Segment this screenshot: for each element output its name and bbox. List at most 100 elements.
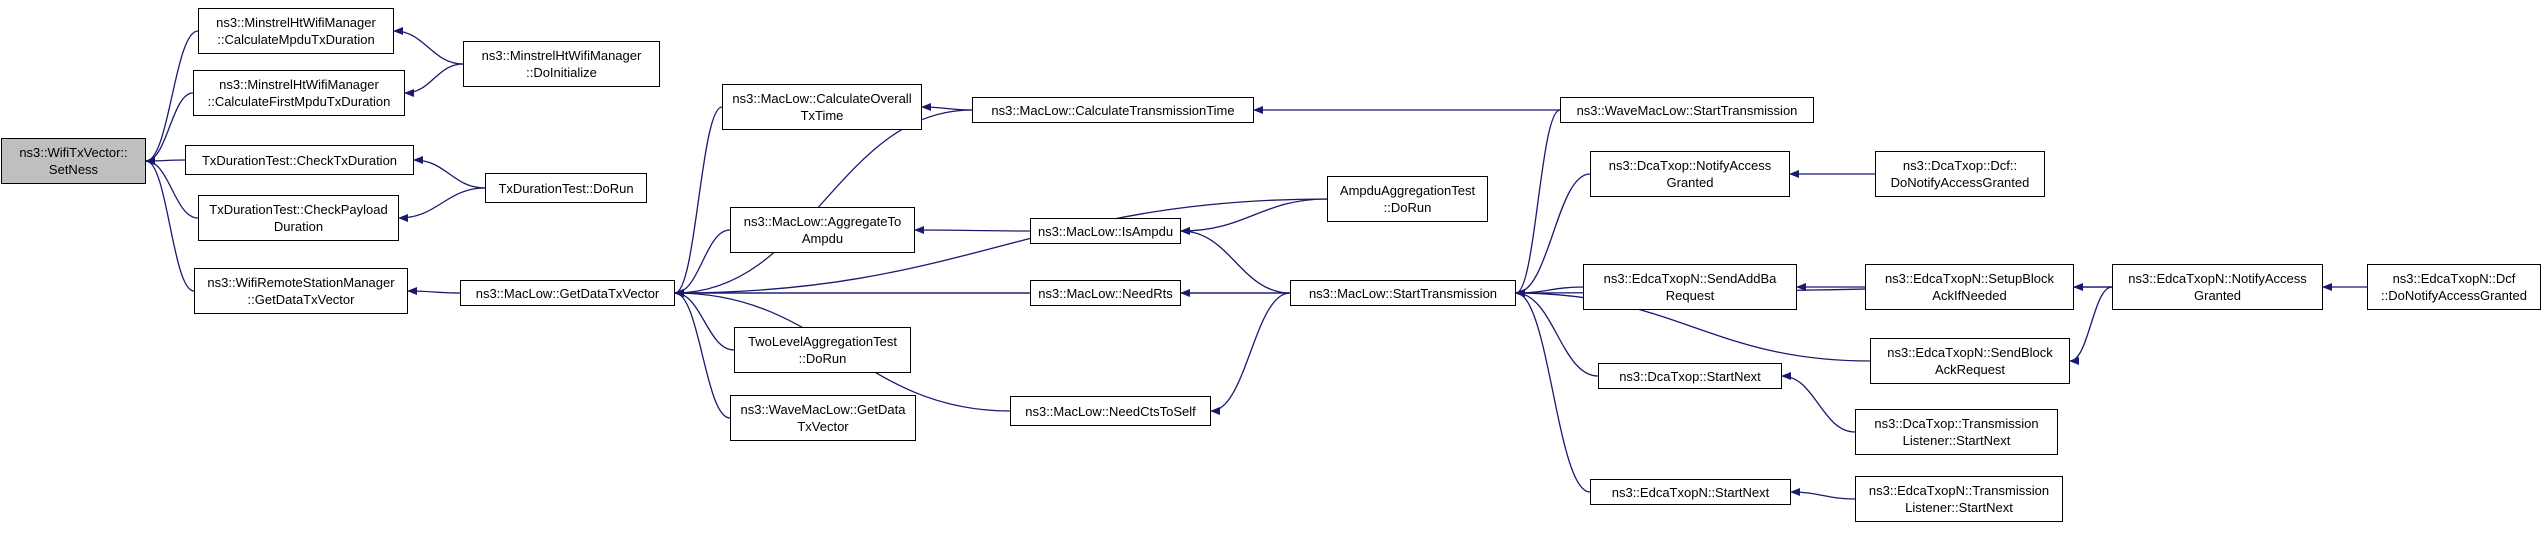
node-label: TxDurationTest::DoRun <box>498 180 634 196</box>
node-label: AckRequest <box>1934 362 2006 377</box>
node-label: TxVector <box>797 419 849 434</box>
edge-n7-to-n3 <box>413 156 486 189</box>
node-label: ns3::MacLow::StartTransmission <box>1308 285 1498 301</box>
node-label: AckIfNeeded <box>1932 288 2007 303</box>
edge-n22-to-n18 <box>1515 289 1599 377</box>
graph-node-n1[interactable]: ns3::MinstrelHtWifiManager::CalculateMpd… <box>198 8 394 54</box>
edge-n6-to-n1 <box>393 27 464 65</box>
node-label: ns3::EdcaTxopN::Transmission <box>1868 483 2050 498</box>
graph-node-n2[interactable]: ns3::MinstrelHtWifiManager::CalculateFir… <box>193 70 405 116</box>
graph-node-n0: ns3::WifiTxVector::SetNess <box>1 138 146 184</box>
edge-n14-to-n8 <box>674 109 973 297</box>
node-label: ns3::DcaTxop::StartNext <box>1619 368 1761 384</box>
node-label: ::DoNotifyAccessGranted <box>2381 288 2527 303</box>
node-label: ::CalculateFirstMpduTxDuration <box>207 94 391 109</box>
edge-n9-to-n8 <box>674 106 723 297</box>
edge-n17-to-n8 <box>674 198 1328 297</box>
graph-node-n3[interactable]: TxDurationTest::CheckTxDuration <box>185 145 414 175</box>
node-label: ns3::WaveMacLow::StartTransmission <box>1576 102 1798 118</box>
graph-node-n11[interactable]: TwoLevelAggregationTest::DoRun <box>734 327 911 373</box>
graph-node-n16[interactable]: ns3::MacLow::NeedRts <box>1030 280 1181 306</box>
node-label: AmpduAggregationTest <box>1339 183 1476 198</box>
edge-n3-to-n0 <box>145 156 186 165</box>
node-label: Granted <box>1666 175 1714 190</box>
node-label: ns3::EdcaTxopN::SendBlock <box>1887 345 2053 360</box>
node-label: ns3::EdcaTxopN::SendAddBa <box>1603 271 1777 286</box>
graph-node-n13[interactable]: ns3::MacLow::NeedCtsToSelf <box>1010 396 1211 426</box>
graph-node-n30[interactable]: ns3::EdcaTxopN::Dcf::DoNotifyAccessGrant… <box>2367 264 2541 310</box>
node-label: Listener::StartNext <box>1905 500 2013 515</box>
node-label: ns3::MinstrelHtWifiManager <box>219 77 379 92</box>
edge-n18-to-n13 <box>1210 292 1291 415</box>
node-label: ns3::DcaTxop::Transmission <box>1874 416 2039 431</box>
node-label: Listener::StartNext <box>1902 433 2011 448</box>
graph-node-n22[interactable]: ns3::DcaTxop::StartNext <box>1598 363 1782 389</box>
node-label: TxDurationTest::CheckTxDuration <box>201 152 398 168</box>
graph-node-n18[interactable]: ns3::MacLow::StartTransmission <box>1290 280 1516 306</box>
edge-n21-to-n18 <box>1515 286 1584 297</box>
node-label: TwoLevelAggregationTest <box>748 334 897 349</box>
edge-n18-to-n15 <box>1180 227 1291 294</box>
node-label: TxDurationTest::CheckPayload <box>209 202 388 217</box>
graph-node-n23[interactable]: ns3::EdcaTxopN::StartNext <box>1590 479 1791 505</box>
graph-node-n6[interactable]: ns3::MinstrelHtWifiManager::DoInitialize <box>463 41 660 87</box>
edge-n15-to-n10 <box>914 226 1031 235</box>
edge-n27-to-n22 <box>1781 372 1856 433</box>
edge-n28-to-n23 <box>1790 488 1856 500</box>
graph-node-n24[interactable]: ns3::DcaTxop::Dcf::DoNotifyAccessGranted <box>1875 151 2045 197</box>
edge-n17-to-n15 <box>1180 198 1328 235</box>
node-label: Ampdu <box>801 231 844 246</box>
edge-n29-to-n26 <box>2069 286 2113 365</box>
graph-node-n17[interactable]: AmpduAggregationTest::DoRun <box>1327 176 1488 222</box>
node-label: DoNotifyAccessGranted <box>1890 175 2030 190</box>
node-label: ns3::WifiTxVector:: <box>19 145 128 160</box>
node-label: ns3::MacLow::NeedRts <box>1038 285 1173 301</box>
graph-node-n15[interactable]: ns3::MacLow::IsAmpdu <box>1030 218 1181 244</box>
node-label: ns3::EdcaTxopN::NotifyAccess <box>2128 271 2307 286</box>
node-label: Duration <box>273 219 324 234</box>
graph-node-n5[interactable]: ns3::WifiRemoteStationManager::GetDataTx… <box>194 268 408 314</box>
node-label: Granted <box>2194 288 2241 303</box>
edge-n20-to-n18 <box>1515 173 1591 297</box>
edge-n1-to-n0 <box>145 30 199 165</box>
node-label: ns3::MacLow::CalculateTransmissionTime <box>991 102 1235 118</box>
node-label: ns3::WifiRemoteStationManager <box>207 275 395 290</box>
node-label: Request <box>1665 288 1715 303</box>
node-label: ns3::WaveMacLow::GetData <box>740 402 906 417</box>
edge-n12-to-n8 <box>674 289 731 419</box>
node-label: ns3::MacLow::IsAmpdu <box>1037 223 1174 239</box>
node-label: ns3::DcaTxop::NotifyAccess <box>1608 158 1772 173</box>
graph-node-n7[interactable]: TxDurationTest::DoRun <box>485 173 647 203</box>
edge-n11-to-n8 <box>674 289 735 351</box>
node-label: ns3::MacLow::GetDataTxVector <box>475 285 660 301</box>
graph-node-n14[interactable]: ns3::MacLow::CalculateTransmissionTime <box>972 97 1254 123</box>
graph-node-n8[interactable]: ns3::MacLow::GetDataTxVector <box>460 280 675 306</box>
node-label: SetNess <box>48 162 99 177</box>
node-label: ::DoRun <box>1383 200 1432 215</box>
node-label: ns3::EdcaTxopN::StartNext <box>1611 484 1770 500</box>
node-label: ns3::EdcaTxopN::Dcf <box>2392 271 2516 286</box>
edge-n14-to-n9 <box>921 103 973 112</box>
edge-n8-to-n5 <box>407 287 461 296</box>
edge-n7-to-n4 <box>398 187 486 222</box>
node-label: ::GetDataTxVector <box>247 292 355 307</box>
node-label: ns3::MacLow::AggregateTo <box>743 214 902 229</box>
node-label: ns3::MacLow::NeedCtsToSelf <box>1025 403 1196 419</box>
edge-n5-to-n0 <box>145 157 195 292</box>
node-label: ::CalculateMpduTxDuration <box>217 32 375 47</box>
node-label: TxTime <box>800 108 844 123</box>
graph-node-n19[interactable]: ns3::WaveMacLow::StartTransmission <box>1560 97 1814 123</box>
